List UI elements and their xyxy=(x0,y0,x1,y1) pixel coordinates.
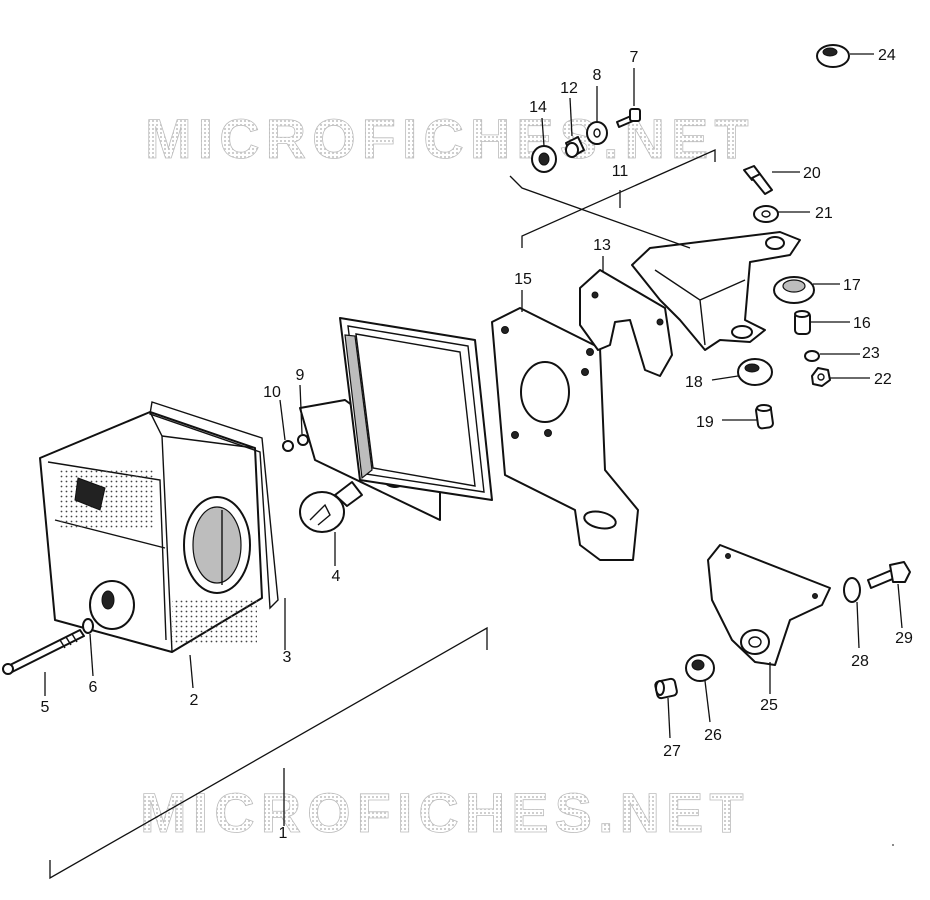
callout-labels: 1 2 3 4 5 6 7 8 9 10 11 12 13 14 15 16 1… xyxy=(41,47,913,842)
callout-5: 5 xyxy=(41,699,50,716)
grommet-17 xyxy=(773,276,815,304)
callout-26: 26 xyxy=(704,727,722,744)
collar-27 xyxy=(654,677,678,700)
lamp-lens-housing xyxy=(39,411,263,653)
callout-18: 18 xyxy=(685,374,703,391)
callout-23: 23 xyxy=(862,345,880,362)
callout-6: 6 xyxy=(89,679,98,696)
grommet-24 xyxy=(816,44,850,68)
mounting-plate xyxy=(491,307,639,561)
grommet-26 xyxy=(685,654,715,682)
bolt-29 xyxy=(867,561,911,589)
bolt-20 xyxy=(743,165,773,195)
callout-28: 28 xyxy=(851,653,869,670)
callout-13: 13 xyxy=(593,237,611,254)
upper-bracket xyxy=(631,231,801,351)
watermark-top: MICROFICHES.NET xyxy=(145,107,755,170)
callout-25: 25 xyxy=(760,697,778,714)
lens-screw xyxy=(2,629,85,675)
callout-1: 1 xyxy=(279,825,288,842)
callout-16: 16 xyxy=(853,315,871,332)
callout-19: 19 xyxy=(696,414,714,431)
assembly-bracket-1 xyxy=(49,626,488,880)
lens-gasket xyxy=(149,401,279,610)
callout-17: 17 xyxy=(843,277,861,294)
grommet-14 xyxy=(531,145,557,173)
bolt-7 xyxy=(616,108,641,128)
washer-21 xyxy=(753,205,779,223)
speck xyxy=(892,844,894,846)
callout-2: 2 xyxy=(190,692,199,709)
grommet-18 xyxy=(737,358,773,386)
assembly-bracket-11 xyxy=(509,148,716,249)
callout-12: 12 xyxy=(560,80,578,97)
lower-bracket xyxy=(707,544,831,666)
collar-16 xyxy=(794,310,811,335)
callout-22: 22 xyxy=(874,371,892,388)
screw-washer xyxy=(82,618,94,634)
callout-7: 7 xyxy=(630,49,639,66)
washer-28 xyxy=(843,577,861,603)
leader-lines xyxy=(44,53,903,739)
collar-12 xyxy=(565,136,585,158)
lamp-case-frame xyxy=(339,317,493,501)
callout-20: 20 xyxy=(803,165,821,182)
callout-3: 3 xyxy=(283,649,292,666)
callout-21: 21 xyxy=(815,205,833,222)
callout-9: 9 xyxy=(296,367,305,384)
callout-29: 29 xyxy=(895,630,913,647)
callout-27: 27 xyxy=(663,743,681,760)
socket-nut xyxy=(282,434,309,452)
nut-23 xyxy=(804,350,820,362)
callout-15: 15 xyxy=(514,271,532,288)
callout-10: 10 xyxy=(263,384,281,401)
collar-19 xyxy=(755,404,774,430)
callout-14: 14 xyxy=(529,99,547,116)
plate-gasket xyxy=(579,269,673,377)
nut-22 xyxy=(811,367,831,387)
callout-8: 8 xyxy=(593,67,602,84)
callout-11: 11 xyxy=(612,163,629,180)
callout-4: 4 xyxy=(332,568,341,585)
washer-8 xyxy=(586,121,608,145)
bulb xyxy=(299,481,363,533)
watermark-bottom: MICROFICHES.NET xyxy=(140,781,750,844)
callout-24: 24 xyxy=(878,47,896,64)
